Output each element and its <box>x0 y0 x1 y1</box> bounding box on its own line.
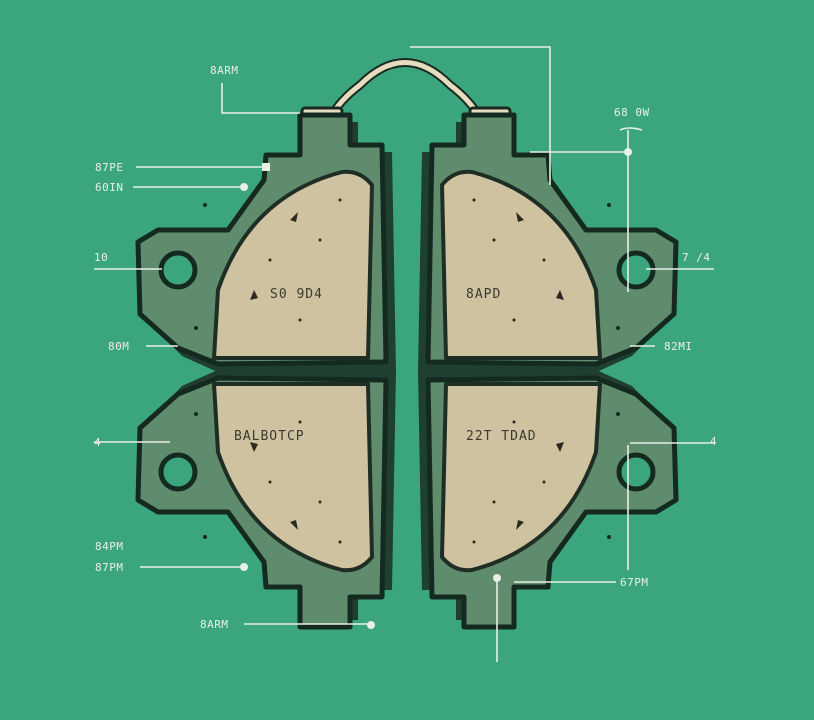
brake-pad-bottom-left <box>138 368 396 627</box>
label-left-5: 4 <box>94 436 101 449</box>
pad-text-bottom-left: BALBOTCP <box>234 429 305 444</box>
label-right-1: 68 0W <box>614 106 650 119</box>
pad-text-bottom-right: 22T TDAD <box>466 429 537 444</box>
label-right-3: 82MI <box>664 340 693 353</box>
label-right-4: 4 <box>710 435 717 448</box>
label-left-3: 10 <box>94 251 108 264</box>
label-right-2: 7 /4 <box>682 251 711 264</box>
label-left-6: 84PM <box>95 540 124 553</box>
label-right-5: 67PM <box>620 576 649 589</box>
label-left-7: 87PM <box>95 561 124 574</box>
label-left-2: 60IN <box>95 181 124 194</box>
pad-text-top-left: S0 9D4 <box>270 287 323 302</box>
leader-lines <box>94 46 715 662</box>
brake-pad-top-right <box>418 115 676 374</box>
label-left-1: 87PE <box>95 161 124 174</box>
brake-pad-top-left <box>138 115 396 374</box>
label-bottom: 8ARM <box>200 618 229 631</box>
pad-text-top-right: 8APD <box>466 287 501 302</box>
label-left-4: 80M <box>108 340 129 353</box>
label-top-left: 8ARM <box>210 64 239 77</box>
